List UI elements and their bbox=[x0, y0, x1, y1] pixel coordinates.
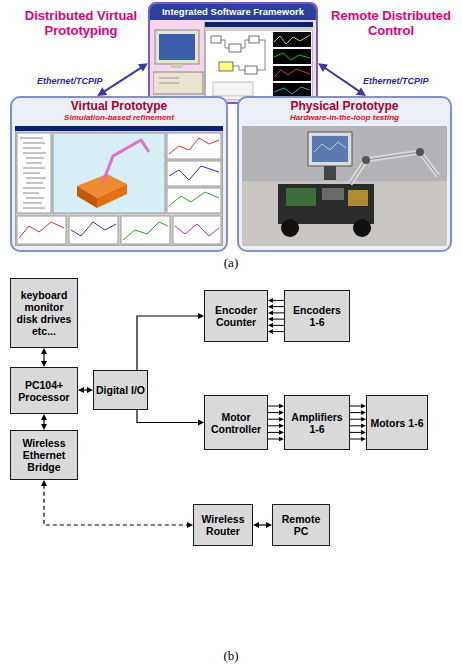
connector-line bbox=[350, 419, 362, 420]
connector-line bbox=[268, 432, 280, 433]
connector-line bbox=[350, 406, 362, 407]
connector-line bbox=[44, 485, 188, 525]
arrowhead bbox=[268, 317, 273, 322]
connector-line bbox=[137, 316, 199, 370]
arrowhead bbox=[41, 414, 47, 420]
connector bbox=[97, 63, 148, 96]
subfigure-label: (a) bbox=[216, 255, 246, 270]
connector bbox=[350, 404, 366, 442]
process-box: Remote PC bbox=[272, 504, 330, 546]
connector-line bbox=[103, 67, 142, 92]
connector-line bbox=[350, 439, 362, 440]
arrowhead bbox=[97, 87, 107, 96]
connector bbox=[268, 298, 284, 334]
connector-line bbox=[268, 412, 280, 413]
connector-line bbox=[324, 67, 360, 92]
arrowhead bbox=[268, 323, 273, 328]
connector-line bbox=[272, 312, 284, 313]
process-box: keyboard monitor disk drives etc... bbox=[10, 278, 78, 348]
connector bbox=[268, 404, 284, 442]
connector bbox=[137, 313, 204, 370]
node-subtitle: Hardware-in-the-loop testing bbox=[239, 113, 450, 123]
connector bbox=[318, 63, 366, 96]
connector-line bbox=[268, 419, 280, 420]
computer-screenshot-illustration bbox=[153, 22, 313, 100]
arrowhead bbox=[318, 63, 328, 72]
connector-line bbox=[272, 319, 284, 320]
connector bbox=[41, 414, 47, 430]
connector-line bbox=[137, 410, 199, 423]
arrowhead bbox=[138, 63, 148, 72]
connector-line bbox=[272, 300, 284, 301]
process-box: Wireless Router bbox=[193, 504, 253, 546]
connector-line bbox=[272, 306, 284, 307]
arrowhead bbox=[41, 348, 47, 354]
process-box: Motors 1-6 bbox=[366, 395, 428, 450]
subfigure-label: (b) bbox=[216, 648, 246, 663]
robot-photo bbox=[242, 126, 447, 246]
node-title: Encoder Counter bbox=[207, 304, 265, 328]
node-title: Encoders 1-6 bbox=[287, 304, 347, 328]
connector bbox=[253, 522, 272, 528]
framework-panel: Integrated Software Framework bbox=[148, 2, 318, 104]
node-title: PC104+ Processor bbox=[13, 379, 75, 403]
arrowhead bbox=[268, 298, 273, 303]
arrowhead bbox=[41, 480, 47, 486]
arrowhead bbox=[268, 311, 273, 316]
arrowhead bbox=[356, 87, 366, 96]
connector bbox=[41, 480, 193, 528]
node-title: keyboard monitor disk drives etc... bbox=[13, 289, 75, 337]
node-title: Wireless Router bbox=[196, 513, 250, 537]
arrowhead bbox=[268, 304, 273, 309]
process-box: Amplifiers 1-6 bbox=[284, 395, 350, 450]
simulation-screenshot bbox=[15, 126, 223, 246]
node-title: Remote PC bbox=[275, 513, 327, 537]
process-box: Encoder Counter bbox=[204, 290, 268, 342]
node-title: Integrated Software Framework bbox=[150, 4, 316, 20]
connector-line bbox=[258, 524, 267, 525]
connector bbox=[41, 348, 47, 367]
connector-line bbox=[272, 331, 284, 332]
connector bbox=[137, 410, 204, 426]
process-box: Digital I/O bbox=[93, 370, 148, 410]
prototype-panel: Virtual PrototypeSimulation-based refine… bbox=[10, 96, 228, 252]
prototype-panel: Physical PrototypeHardware-in-the-loop t… bbox=[237, 96, 452, 252]
arrowhead bbox=[78, 387, 84, 393]
connector-line bbox=[350, 412, 362, 413]
connector-line bbox=[272, 325, 284, 326]
node-title: Amplifiers 1-6 bbox=[287, 411, 347, 435]
arrowhead bbox=[253, 522, 259, 528]
protocol-label: Ethernet/TCPIP bbox=[36, 76, 104, 87]
node-title: Wireless Ethernet Bridge bbox=[13, 437, 75, 473]
section-heading: Remote Distributed Control bbox=[326, 8, 456, 38]
node-title: Virtual Prototype bbox=[12, 99, 226, 113]
connector-line bbox=[268, 406, 280, 407]
node-subtitle: Simulation-based refinement bbox=[12, 113, 226, 123]
arrowhead bbox=[268, 329, 273, 334]
node-title: Digital I/O bbox=[96, 384, 145, 396]
connector bbox=[78, 387, 93, 393]
protocol-label: Ethernet/TCPIP bbox=[362, 76, 430, 87]
connector-line bbox=[350, 425, 362, 426]
connector-line bbox=[268, 439, 280, 440]
process-box: Motor Controller bbox=[204, 395, 268, 450]
node-title: Motors 1-6 bbox=[370, 417, 423, 429]
connector-line bbox=[43, 353, 44, 362]
section-heading: Distributed Virtual Prototyping bbox=[22, 8, 140, 38]
connector-line bbox=[268, 425, 280, 426]
connector-line bbox=[350, 432, 362, 433]
process-box: Wireless Ethernet Bridge bbox=[10, 430, 78, 480]
process-box: Encoders 1-6 bbox=[284, 290, 350, 342]
node-title: Motor Controller bbox=[207, 411, 265, 435]
process-box: PC104+ Processor bbox=[10, 367, 78, 414]
node-title: Physical Prototype bbox=[239, 99, 450, 113]
